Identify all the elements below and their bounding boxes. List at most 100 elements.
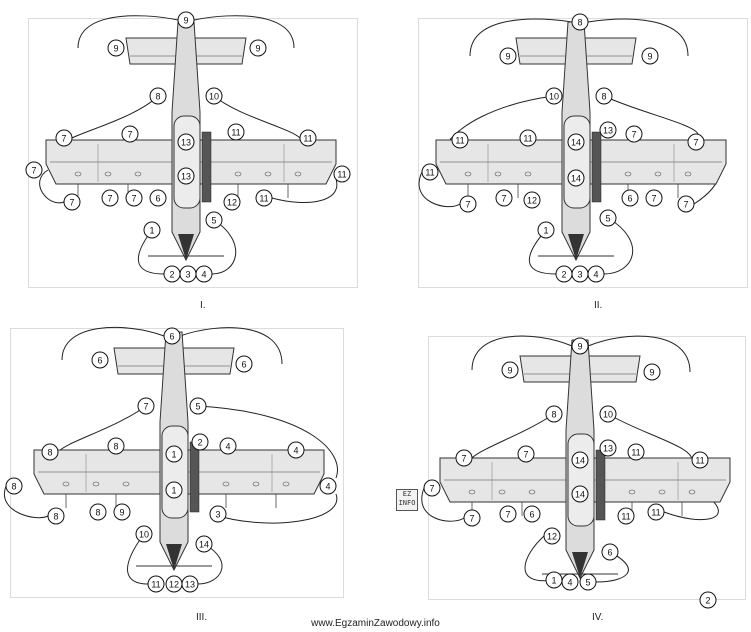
- step-node-label: 6: [529, 510, 534, 520]
- step-node-label: 9: [113, 44, 118, 54]
- step-node: 9: [249, 39, 267, 57]
- step-node: 1: [165, 481, 183, 499]
- step-node-label: 7: [107, 194, 112, 204]
- step-node: 8: [595, 87, 613, 105]
- step-node-label: 7: [523, 450, 528, 460]
- step-node: 4: [219, 437, 237, 455]
- step-node: 10: [545, 87, 563, 105]
- step-node-label: 11: [455, 136, 464, 146]
- step-node-label: 7: [61, 134, 66, 144]
- step-node-label: 14: [571, 174, 581, 184]
- step-node: 11: [255, 189, 273, 207]
- step-node-label: 8: [113, 442, 118, 452]
- step-node-label: 5: [605, 214, 610, 224]
- step-node: 9: [571, 337, 589, 355]
- step-node-label: 10: [139, 530, 149, 540]
- panel-1-label: I.: [200, 300, 206, 311]
- step-node-label: 4: [293, 446, 298, 456]
- step-node-label: 11: [523, 134, 532, 144]
- step-node: 7: [645, 189, 663, 207]
- step-node-label: 10: [209, 92, 219, 102]
- step-node-label: 6: [241, 360, 246, 370]
- step-node-label: 13: [181, 138, 191, 148]
- step-node-label: 10: [603, 410, 613, 420]
- connection-arc: [61, 327, 165, 361]
- step-node: 6: [235, 355, 253, 373]
- connection-arc: [603, 217, 634, 275]
- connection-arc: [469, 18, 573, 57]
- step-node: 2: [555, 265, 573, 283]
- step-node: 5: [189, 397, 207, 415]
- step-node: 5: [579, 573, 597, 591]
- connection-arc: [595, 551, 629, 583]
- step-node-label: 8: [11, 482, 16, 492]
- connection-arc: [587, 18, 689, 57]
- step-node-label: 11: [425, 168, 434, 178]
- connection-arc: [211, 493, 338, 524]
- step-node: 9: [499, 47, 517, 65]
- step-node: 8: [47, 507, 65, 525]
- step-node: 10: [135, 525, 153, 543]
- step-node-label: 6: [155, 194, 160, 204]
- footer-url: www.EgzaminZawodowy.info: [311, 618, 440, 629]
- step-node: 6: [523, 505, 541, 523]
- step-node-label: 8: [155, 92, 160, 102]
- step-node-label: 9: [183, 16, 188, 26]
- step-node-label: 13: [185, 580, 195, 590]
- connection-arc: [39, 169, 65, 204]
- step-node-label: 12: [227, 198, 237, 208]
- step-node: 7: [625, 125, 643, 143]
- step-node-label: 7: [631, 130, 636, 140]
- step-node-label: 3: [577, 270, 582, 280]
- step-node: 7: [125, 189, 143, 207]
- connection-arc: [528, 229, 557, 275]
- connection-arc: [193, 15, 295, 49]
- ez-info-logo: EZ INFO: [396, 489, 418, 511]
- step-node-label: 7: [465, 200, 470, 210]
- step-node: 7: [459, 195, 477, 213]
- connection-arc: [607, 413, 693, 461]
- step-node: 5: [205, 211, 223, 229]
- step-node-label: 9: [649, 368, 654, 378]
- step-node-label: 3: [215, 510, 220, 520]
- connection-arc: [587, 335, 691, 373]
- step-node-label: 4: [567, 578, 572, 588]
- connection-arc: [3, 485, 49, 519]
- step-node-label: 5: [211, 216, 216, 226]
- step-node-label: 11: [303, 134, 312, 144]
- step-node: 11: [451, 131, 469, 149]
- step-node: 7: [121, 125, 139, 143]
- step-node: 13: [599, 439, 617, 457]
- step-node-label: 8: [53, 512, 58, 522]
- step-node-label: 7: [693, 138, 698, 148]
- panel-3-label: III.: [196, 612, 208, 623]
- step-node: 6: [149, 189, 167, 207]
- step-node: 1: [165, 445, 183, 463]
- step-node: 2: [163, 265, 181, 283]
- step-node-label: 6: [627, 194, 632, 204]
- step-node: 9: [177, 11, 195, 29]
- step-node: 8: [545, 405, 563, 423]
- step-node-label: 6: [97, 356, 102, 366]
- step-node-label: 1: [171, 450, 176, 460]
- step-node: 2: [699, 591, 717, 609]
- step-node-label: 8: [601, 92, 606, 102]
- step-node-label: 7: [131, 194, 136, 204]
- step-node: 9: [113, 503, 131, 521]
- step-node: 4: [319, 477, 337, 495]
- step-node-label: 11: [151, 580, 160, 590]
- step-node: 4: [561, 573, 579, 591]
- step-node-label: 5: [585, 578, 590, 588]
- step-node: 11: [333, 165, 351, 183]
- step-node: 13: [177, 133, 195, 151]
- step-node-label: 10: [549, 92, 559, 102]
- step-node: 7: [677, 195, 695, 213]
- step-node: 1: [545, 571, 563, 589]
- step-node-label: 14: [575, 490, 585, 500]
- step-node-label: 13: [603, 126, 613, 136]
- step-node-label: 14: [199, 540, 209, 550]
- connection-arc: [197, 543, 223, 585]
